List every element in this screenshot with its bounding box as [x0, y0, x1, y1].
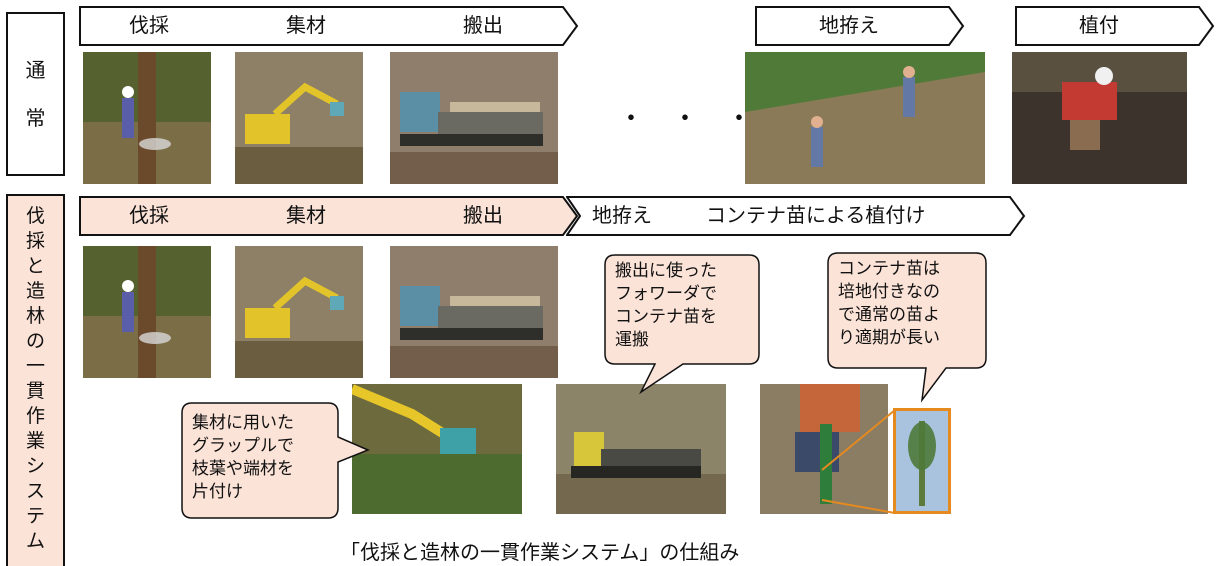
- row-label-integrated-char-6: の: [25, 330, 45, 352]
- arrow-label-planting: 植付: [1079, 13, 1119, 37]
- row-label-integrated-char-4: 造: [25, 280, 45, 302]
- arrow-label-site-prep-integrated: 地拵え: [592, 203, 652, 227]
- process-arrow-planting-normal: 植付: [1015, 6, 1215, 46]
- photo-yarding-integrated: [235, 246, 363, 378]
- figure-caption: 「伐採と造林の一貫作業システム」の仕組み: [340, 540, 740, 564]
- arrow-label-felling-integrated: 伐採: [129, 203, 169, 227]
- callout-container-text: コンテナ苗は 培地付きなの で通常の苗よ り適期が長い: [838, 259, 940, 348]
- row-label-integrated-char-10: 業: [25, 430, 45, 452]
- callout-grapple: 集材に用いた グラップルで 枝葉や端材を 片付け: [180, 402, 370, 520]
- photo-container-seedling-zoom: [893, 408, 951, 514]
- photo-forwarder-seedlings: [556, 384, 726, 514]
- row-label-integrated-char-8: 貫: [25, 380, 45, 402]
- row-label-integrated: 伐採と造林の一貫作業システム: [6, 194, 65, 566]
- arrow-label-yarding: 集材: [286, 13, 326, 37]
- row-label-integrated-char-9: 作: [25, 405, 45, 427]
- process-arrow-site-prep-normal: 地拵え: [755, 6, 965, 46]
- row-label-normal-char-1: 通: [25, 58, 46, 82]
- row-label-integrated-char-12: ス: [25, 480, 45, 502]
- photo-container-planting: [760, 384, 888, 514]
- row-label-integrated-char-13: テ: [25, 505, 45, 527]
- arrow-label-yarding-integrated: 集材: [286, 203, 326, 227]
- row-label-integrated-char-2: 採: [25, 230, 45, 252]
- row-label-integrated-char-5: 林: [25, 305, 45, 327]
- row-label-integrated-char-7: 一: [25, 355, 45, 377]
- arrow-label-hauling-integrated: 搬出: [463, 203, 503, 227]
- arrow-label-site-prep: 地拵え: [819, 13, 879, 37]
- photo-hauling-integrated: [390, 246, 558, 378]
- photo-yarding-normal: [235, 52, 363, 184]
- photo-felling-integrated: [83, 246, 211, 378]
- arrow-label-felling: 伐採: [129, 13, 169, 37]
- row-label-normal: 通 常: [6, 12, 65, 176]
- callout-grapple-text: 集材に用いた グラップルで 枝葉や端材を 片付け: [192, 413, 294, 502]
- arrow-label-container-planting: コンテナ苗による植付け: [706, 203, 926, 227]
- row-label-integrated-char-14: ム: [25, 530, 45, 552]
- callout-container: コンテナ苗は 培地付きなの で通常の苗よ り適期が長い: [826, 252, 991, 403]
- row-label-integrated-char-11: シ: [25, 455, 45, 477]
- process-arrow-harvest-integrated: 伐採 集材 搬出: [79, 196, 579, 236]
- arrow-label-hauling: 搬出: [463, 13, 503, 37]
- photo-hauling-normal: [390, 52, 558, 184]
- photo-planting-normal: [1012, 52, 1187, 184]
- photo-felling-normal: [83, 52, 211, 184]
- row-label-integrated-char-1: 伐: [25, 205, 45, 227]
- row-label-integrated-char-3: と: [25, 255, 45, 277]
- photo-site-prep-normal: [745, 52, 985, 184]
- process-arrow-harvest-normal: 伐採 集材 搬出: [79, 6, 579, 46]
- process-arrow-prep-planting-integrated: 地拵え コンテナ苗による植付け: [566, 196, 1026, 236]
- callout-forwarder: 搬出に使った フォワーダで コンテナ苗を 運搬: [603, 254, 763, 395]
- ellipsis-steps: ・・・: [618, 104, 781, 134]
- row-label-normal-char-2: 常: [25, 106, 46, 130]
- callout-forwarder-text: 搬出に使った フォワーダで コンテナ苗を 運搬: [615, 261, 717, 350]
- photo-grapple-cleanup: [352, 384, 522, 514]
